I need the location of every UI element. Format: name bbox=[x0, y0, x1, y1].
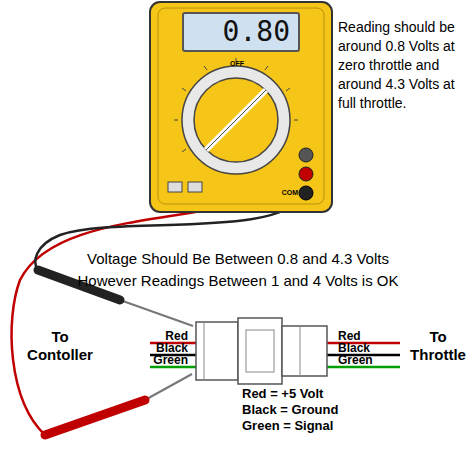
multimeter-body bbox=[150, 2, 332, 212]
dial-pointer-line bbox=[206, 90, 266, 150]
dial-pointer bbox=[206, 90, 266, 150]
lcd-display: 0.80 bbox=[182, 12, 300, 52]
black-probe-tip bbox=[120, 300, 193, 326]
wire-legend-text: Black = Ground bbox=[242, 402, 442, 417]
note-text: Reading should be around 0.8 Volts at ze… bbox=[338, 18, 472, 113]
end-label: To Throttle bbox=[404, 328, 472, 364]
button bbox=[188, 182, 202, 192]
jack-label: COM bbox=[268, 189, 298, 197]
end-label: To Contoller bbox=[24, 328, 96, 364]
connector-edge bbox=[300, 326, 301, 376]
display-reading: 0.80 bbox=[192, 16, 290, 48]
range-note: Voltage Should Be Between 0.8 and 4.3 Vo… bbox=[18, 250, 458, 268]
wire-legend-text: Green = Signal bbox=[242, 418, 442, 433]
dial-ticks bbox=[174, 58, 298, 152]
jack-10a bbox=[299, 148, 313, 162]
jack-com bbox=[299, 186, 313, 200]
wire-name: Green bbox=[338, 354, 398, 366]
dial-label: OFF bbox=[226, 60, 248, 68]
wire-name: Red bbox=[140, 330, 188, 342]
connector-housing bbox=[238, 318, 282, 384]
connector-edge bbox=[204, 322, 205, 380]
dial-knob bbox=[194, 78, 278, 162]
wire-name: Black bbox=[338, 342, 398, 354]
red-probe-tip bbox=[145, 374, 192, 400]
multimeter-bezel bbox=[158, 8, 324, 204]
connector-plug bbox=[196, 322, 238, 380]
jack-v-ohm bbox=[299, 167, 313, 181]
wire-name: Green bbox=[140, 354, 188, 366]
connector-boot bbox=[282, 326, 327, 376]
dial-ring bbox=[182, 66, 290, 174]
red-probe bbox=[45, 400, 145, 435]
wire-name: Red bbox=[338, 330, 398, 342]
range-note: However Readings Between 1 and 4 Volts i… bbox=[18, 272, 458, 290]
button bbox=[168, 182, 182, 192]
wire-name: Black bbox=[140, 342, 188, 354]
connector-latch bbox=[246, 330, 274, 372]
wire-legend-text: Red = +5 Volt bbox=[242, 386, 442, 401]
